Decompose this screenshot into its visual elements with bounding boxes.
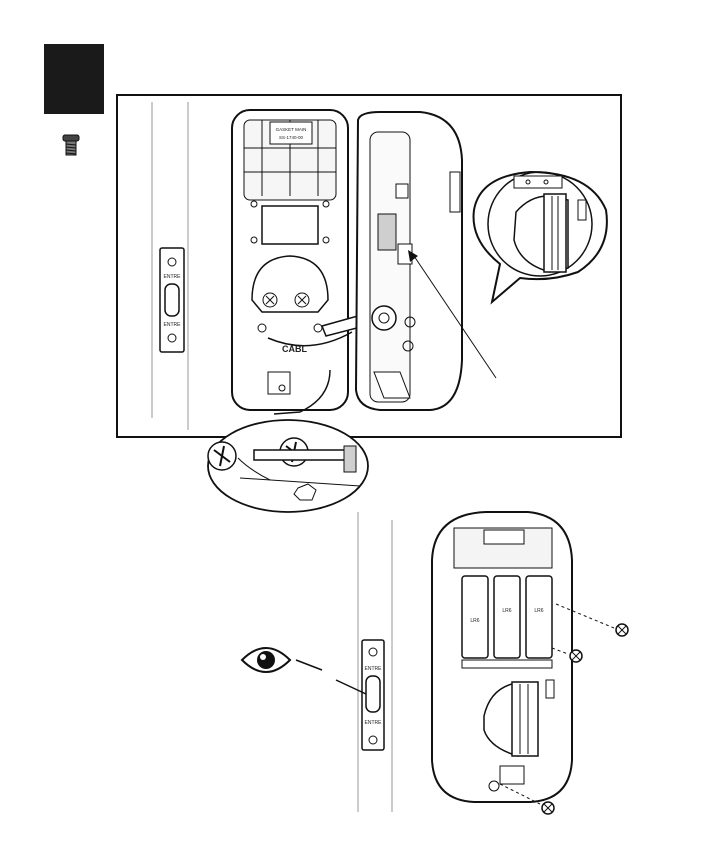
- strike-text-bottom-2: ENTRE: [365, 720, 383, 726]
- strike-text-top-2: ENTRE: [365, 666, 383, 672]
- interior-mounting-plate: GASKET MAIN SS-1740-00 CABL: [232, 110, 348, 410]
- strike-plate-bottom: ENTRE ENTRE: [362, 640, 384, 750]
- gasket-label-line1: GASKET MAIN: [276, 127, 307, 132]
- strike-text-bottom: ENTRE: [164, 322, 182, 328]
- battery-label-3: LR6: [534, 608, 543, 614]
- strike-plate-top: ENTRE ENTRE: [160, 248, 184, 352]
- magnifier-thumb-turn: [474, 172, 607, 302]
- battery-label-1: LR6: [470, 618, 479, 624]
- eye-icon: [242, 648, 290, 672]
- battery-label-2: LR6: [502, 608, 511, 614]
- gasket-label-line2: SS-1740-00: [279, 135, 304, 140]
- interior-unit-battery: LR6 LR6 LR6: [432, 512, 572, 802]
- interior-unit: [356, 112, 462, 410]
- strike-text-top: ENTRE: [164, 274, 182, 280]
